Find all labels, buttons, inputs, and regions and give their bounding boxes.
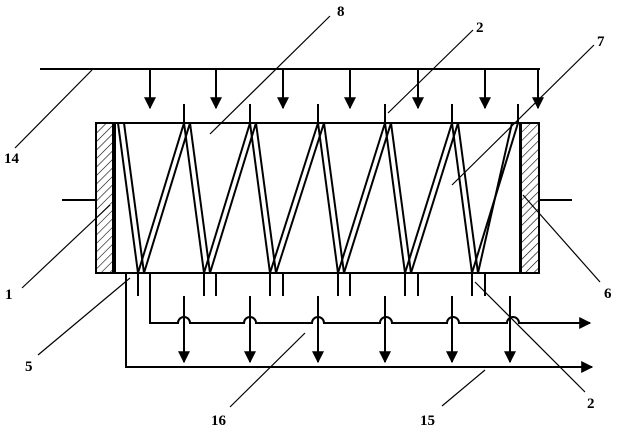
middle-collect-pipe: [149, 296, 592, 329]
zigzag-membranes: [112, 122, 519, 274]
left-electrode-plate: [95, 122, 115, 274]
supply-down-arrows: [144, 69, 544, 110]
label-5: 5: [25, 359, 33, 375]
right-electrode-plate: [520, 122, 540, 274]
label-1: 1: [5, 287, 13, 303]
bottom-collect-pipe: [125, 273, 594, 373]
leader-lines: [14, 15, 601, 408]
label-7: 7: [597, 34, 605, 50]
label-15: 15: [420, 413, 435, 429]
label-14: 14: [4, 151, 20, 167]
drop-arrows: [178, 296, 516, 364]
label-8: 8: [337, 4, 345, 20]
label-2-bottom: 2: [587, 396, 595, 412]
label-6: 6: [604, 286, 612, 302]
label-16: 16: [211, 413, 227, 429]
bottom-outlets: [137, 273, 486, 296]
top-stubs: [183, 104, 519, 122]
label-2-top: 2: [476, 20, 484, 36]
